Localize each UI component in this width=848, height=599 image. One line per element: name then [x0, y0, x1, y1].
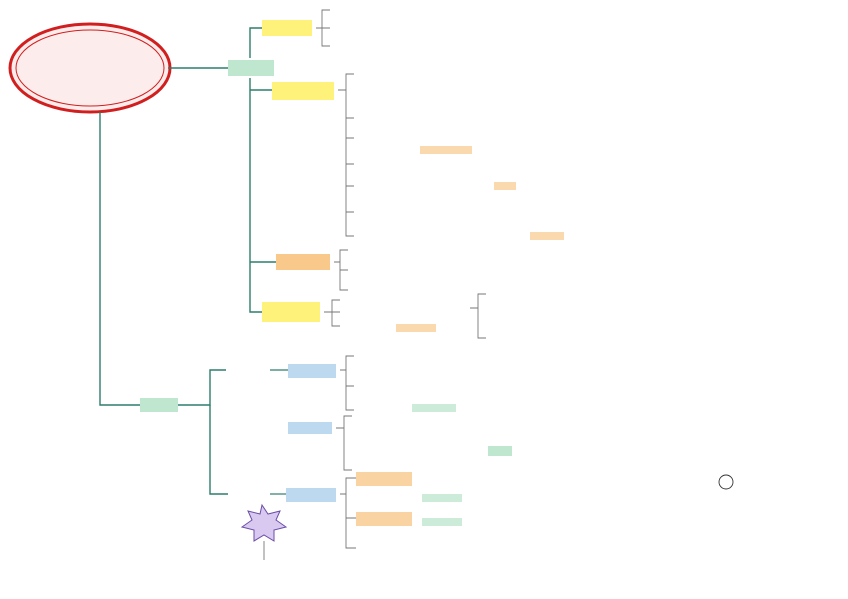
innata-group-1-highlight-2: [530, 232, 564, 240]
adaptativa-group-1-bracket: [340, 477, 356, 549]
adaptativa-group-1-highlight-1: [422, 518, 462, 526]
innata-group-3-tag: [262, 302, 320, 322]
adaptativa-group-0-sub-bracket: [336, 415, 352, 471]
adaptativa-group-1-highlight-0: [422, 494, 462, 502]
branch-innata: [228, 60, 274, 76]
title-ellipse: [8, 22, 172, 114]
adaptativa-group-0-highlight-0: [412, 404, 456, 412]
branch-0-stem-bottom: [249, 78, 262, 313]
innata-group-1-bracket: [338, 73, 354, 237]
innata-group-3: [262, 293, 486, 339]
title-node: [8, 22, 172, 114]
adaptativa-group-0: [270, 355, 512, 471]
innata-group-1-highlight-1: [494, 182, 516, 190]
memory-star-node: [240, 503, 288, 560]
branch-0-stem-top: [249, 27, 262, 58]
memory-star-shape: [240, 503, 288, 542]
adaptativa-group-0-antibody-tag: [288, 422, 332, 434]
title-ellipse-inner: [15, 29, 165, 107]
adaptativa-group-1-cell-tag: [286, 488, 336, 502]
adaptativa-group-0-bracket: [340, 355, 354, 411]
innata-group-0: [262, 9, 330, 47]
branch-1-link-0: [178, 369, 226, 406]
adaptativa-group-1-circle-marker: [718, 474, 734, 490]
innata-group-0-tag: [262, 20, 312, 36]
innata-group-0-bracket: [316, 9, 330, 47]
adaptativa-group-0-highlight-1: [488, 446, 512, 456]
main-branches: [99, 27, 276, 495]
innata-group-3-sub-bracket: [470, 293, 486, 339]
innata-group-1-tag: [272, 82, 334, 100]
innata-group-3-bracket: [324, 299, 340, 327]
innata-group-2-bracket: [334, 249, 348, 291]
adaptativa-group-0-cell-tag: [288, 364, 336, 378]
branch-adaptativa: [140, 398, 178, 412]
innata-group-2: [276, 249, 348, 291]
innata-group-1: [272, 73, 564, 240]
branch-1-link-1: [209, 405, 228, 495]
innata-group-1-highlight-0: [420, 146, 472, 154]
innata-group-2-tag: [276, 254, 330, 270]
adaptativa-group-1-item-1-tag: [356, 512, 412, 526]
adaptativa-group-1-item-0-tag: [356, 472, 412, 486]
branch-innata-tag: [228, 60, 274, 76]
adaptativa-group-1: [270, 472, 734, 549]
branch-adaptativa-tag: [140, 398, 178, 412]
innata-group-3-highlight: [396, 324, 436, 332]
trunk-line: [99, 112, 140, 406]
